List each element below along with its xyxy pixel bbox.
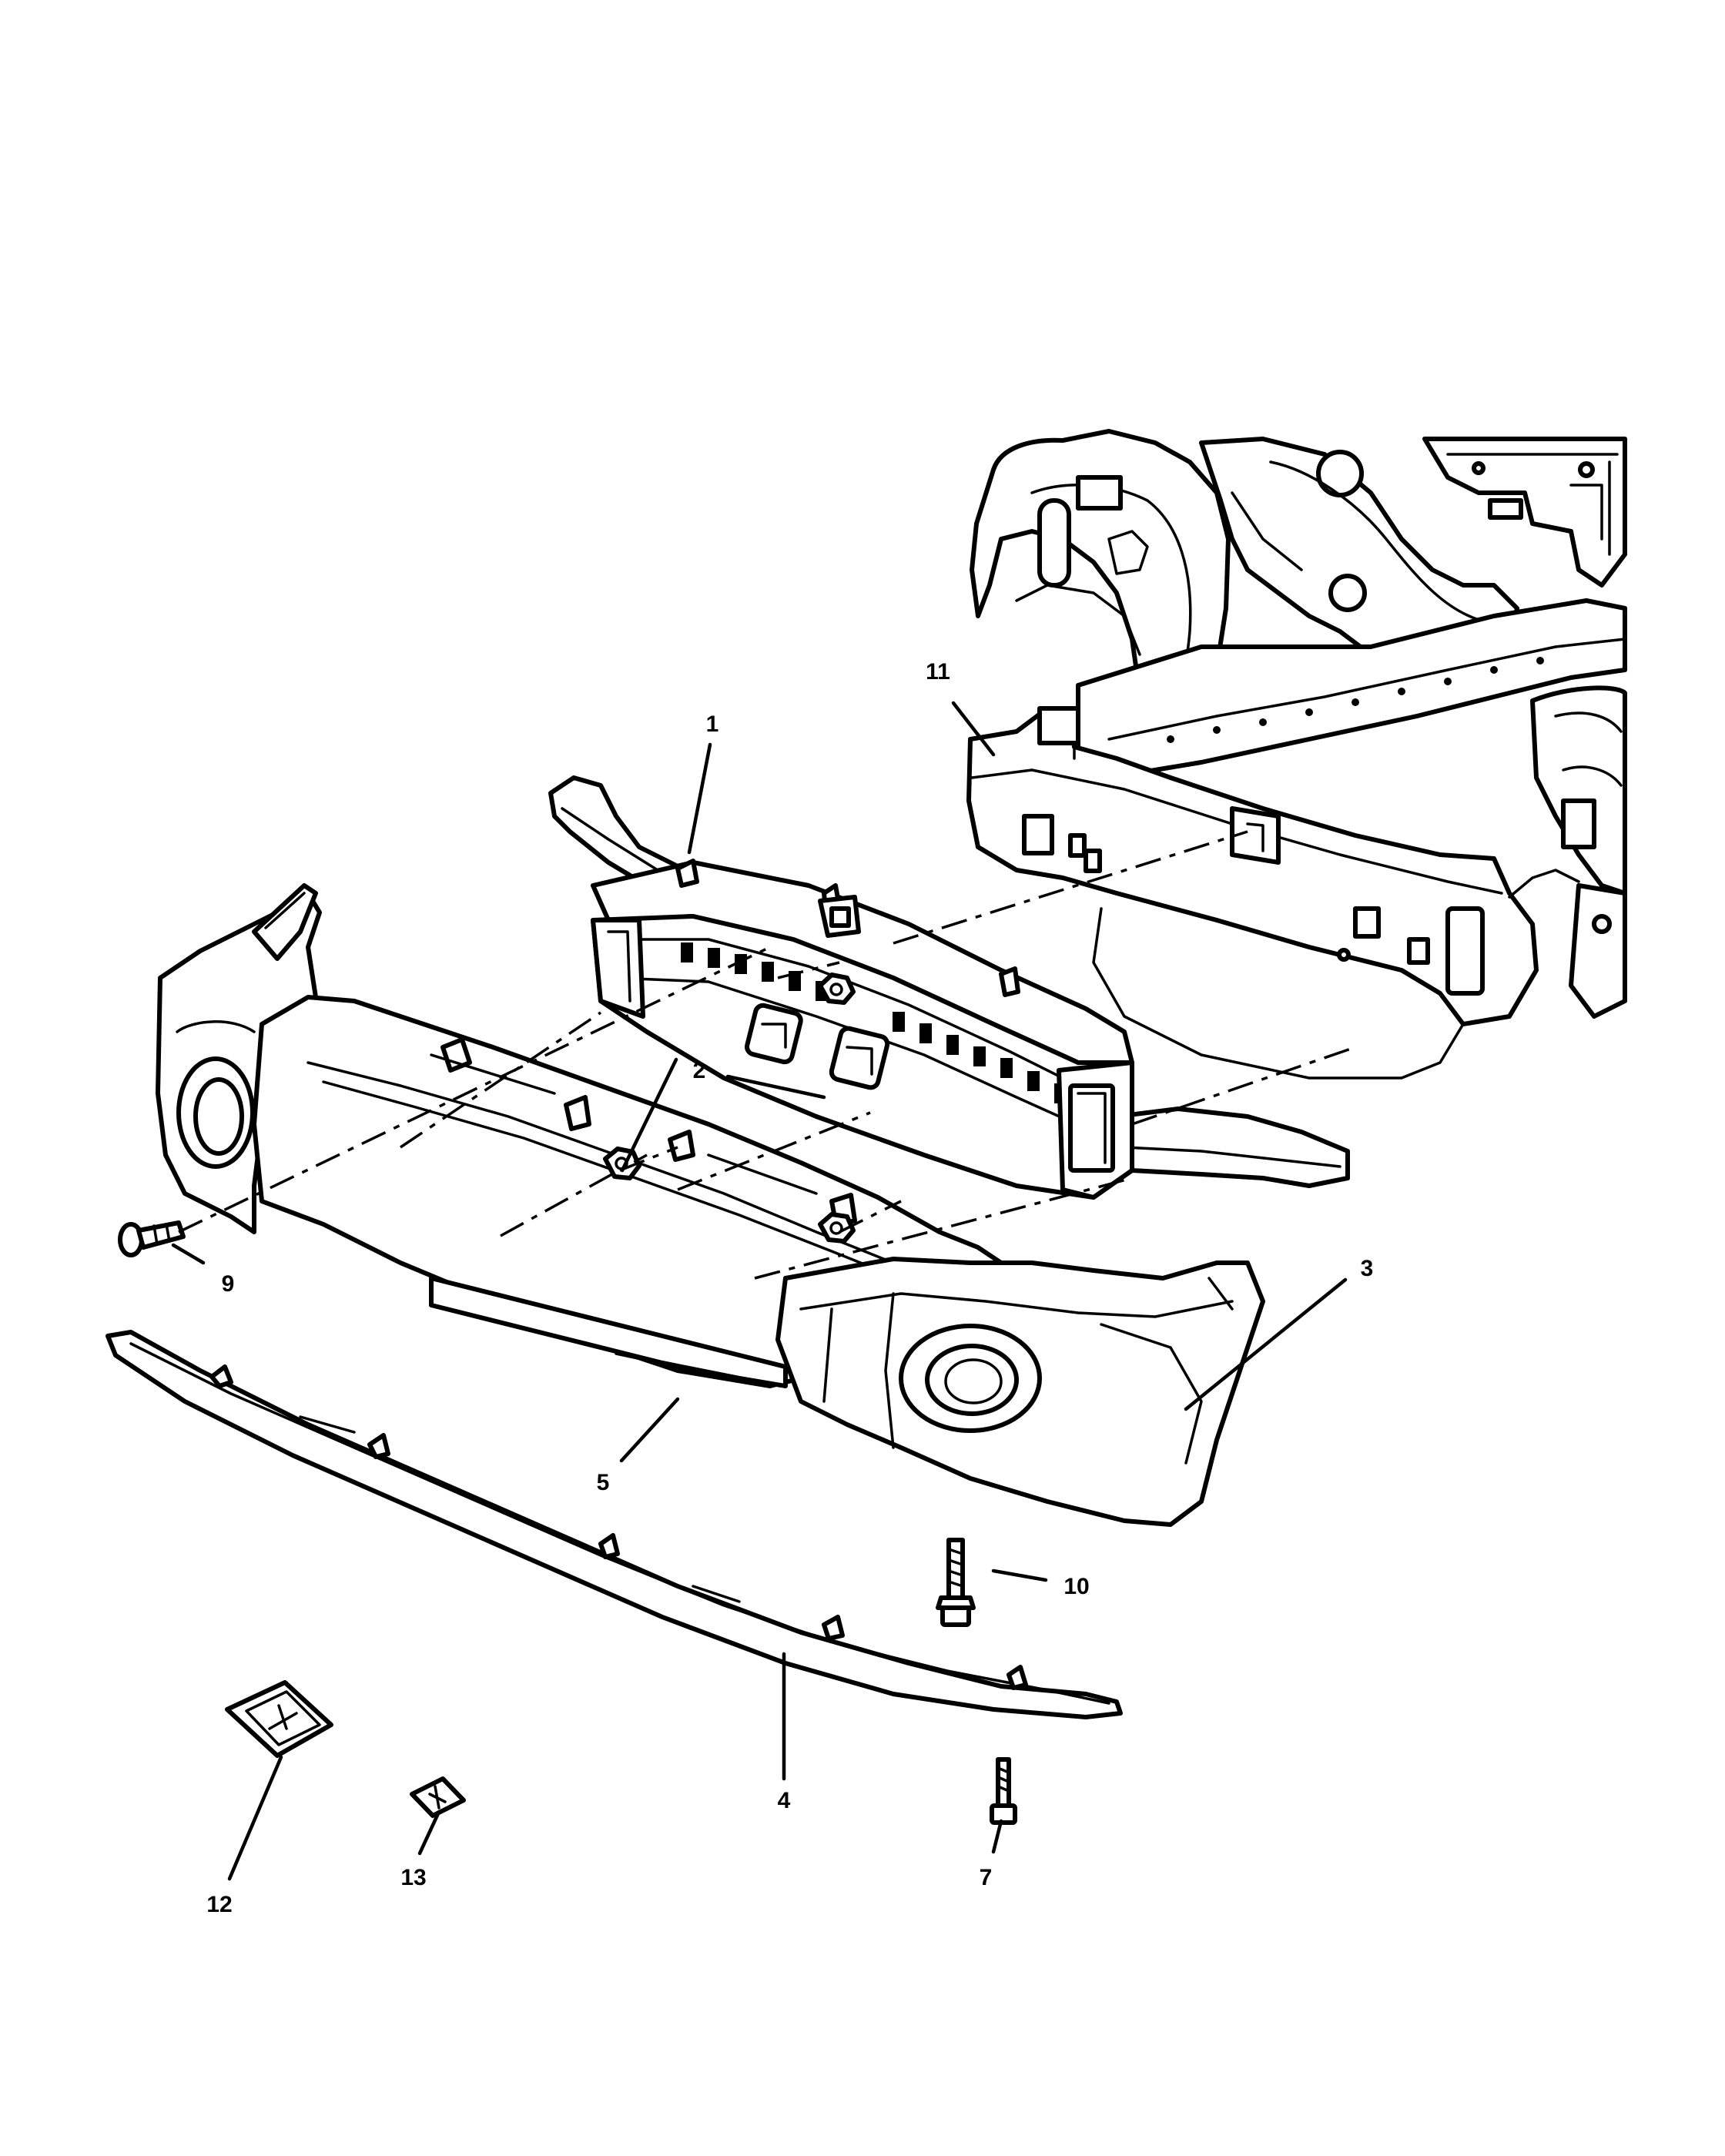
leader-12 (227, 1755, 283, 1881)
callout-5: 5 (597, 1470, 610, 1495)
leader-11 (951, 701, 996, 757)
part-4-lower-valance (106, 1330, 1123, 1719)
part-5-lower-strip (429, 1276, 788, 1388)
leader-7 (991, 1819, 1003, 1854)
leader-2b (725, 1074, 826, 1100)
callout-labels: 1 2 3 4 5 7 9 10 11 12 13 (206, 659, 1373, 1917)
part-2-nut-right (818, 1212, 856, 1244)
part-12-plate (225, 1680, 333, 1758)
leader-13 (417, 1810, 441, 1856)
part-1-bumper-reinforcement (548, 775, 1350, 1200)
callout-7: 7 (980, 1865, 993, 1890)
callout-13: 13 (400, 1865, 426, 1890)
alignment-lines (178, 830, 1356, 1280)
leader-3 (1184, 1277, 1348, 1411)
callout-3: 3 (1361, 1256, 1374, 1281)
callout-4: 4 (778, 1788, 791, 1813)
leader-1 (687, 742, 712, 855)
part-11-front-frame (966, 429, 1627, 1080)
callout-10: 10 (1063, 1574, 1089, 1599)
callout-2: 2 (693, 1058, 706, 1083)
leader-9 (171, 1243, 206, 1265)
leader-10 (991, 1568, 1048, 1582)
frame-rivets (1167, 657, 1544, 743)
part-7-screw (990, 1757, 1017, 1825)
callout-11: 11 (926, 659, 950, 685)
leader-5 (619, 1397, 680, 1463)
part-3-bumper-fascia (156, 883, 1265, 1527)
leader-2a (620, 1057, 678, 1173)
leader-lines (171, 701, 1348, 1881)
callout-1: 1 (706, 711, 719, 737)
callout-9: 9 (222, 1271, 235, 1297)
part-13-clip (410, 1776, 466, 1818)
callout-12: 12 (206, 1892, 232, 1917)
part-10-bolt (936, 1538, 976, 1627)
part-9-push-pin (118, 1220, 186, 1257)
part-2-nut-center (818, 973, 856, 1005)
